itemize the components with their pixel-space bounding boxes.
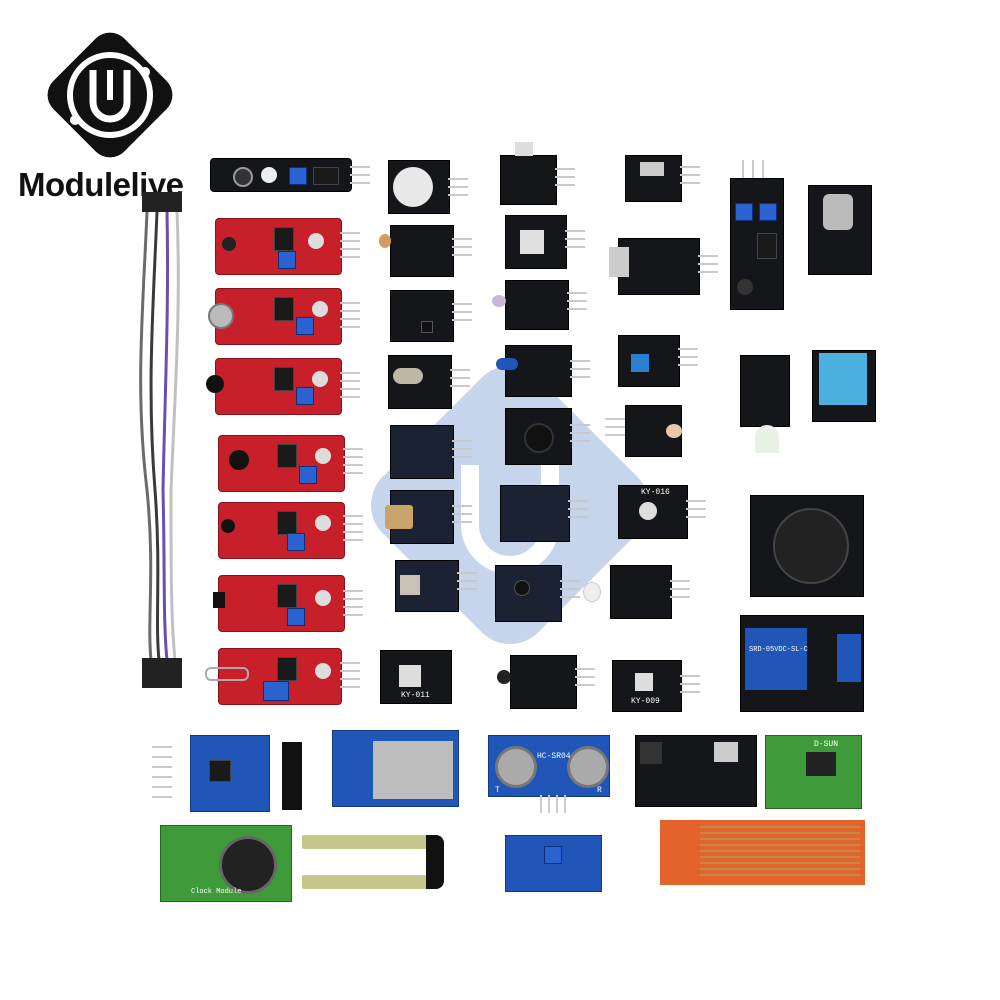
two-color-led-5mm-module: [583, 565, 672, 619]
smd-rgb-module: KY-011: [380, 650, 452, 704]
big-sound-module: [218, 435, 345, 492]
temperature-ds18b20-module: [390, 290, 454, 342]
joystick-module: [750, 495, 864, 597]
rgb-led-label: KY-016: [641, 488, 670, 497]
tilt-switch-module: [388, 355, 452, 409]
flame-sensor-module: [206, 358, 342, 415]
soil-sensor-comparator-module: [505, 835, 602, 892]
avoidance-sensor-module: [730, 178, 784, 310]
rgb-led-module: KY-016: [618, 485, 688, 539]
jumper-wires: [139, 192, 182, 688]
ultrasonic-t-label: T: [495, 786, 500, 795]
breadboard-power-module: [635, 735, 757, 807]
hall-sensor-module: [218, 502, 345, 559]
magic-light-cup-module: [505, 215, 567, 269]
temperature-sensor-module: [215, 218, 342, 275]
ultrasonic-sensor-module: HC-SR04 T R: [488, 735, 610, 797]
laser-emitter-module: [385, 490, 454, 544]
photo-interrupter-module: [625, 405, 682, 457]
ultrasonic-label: HC-SR04: [537, 752, 571, 761]
photoresistor-module: [379, 225, 454, 277]
sd-card-module: [332, 730, 459, 807]
soil-moisture-sensor: [302, 835, 462, 895]
two-color-led-module: [500, 485, 570, 542]
humidity-sensor-dht11-module: [812, 350, 876, 422]
header-pins-straight: [282, 742, 302, 810]
clock-label: Clock Module: [191, 888, 242, 896]
shock-sensor-module: [625, 155, 682, 202]
button-module: [390, 425, 454, 479]
analog-temperature-module: [495, 565, 562, 622]
thermistor-module: [497, 655, 577, 709]
relay-label: SRD-05VDC-SL-C: [749, 646, 808, 654]
dc-dc-step-down-module: D-SUN: [765, 735, 862, 809]
microphone-module: [208, 288, 342, 345]
active-buzzer-module: [388, 160, 450, 214]
rgb-led-5mm-module: [740, 355, 790, 427]
gy-521-accelerometer-module: [190, 735, 270, 812]
rotary-encoder-module: [808, 185, 872, 275]
reed-switch-module: [205, 648, 342, 705]
ir-receiver-module: [609, 238, 700, 295]
ir-emission-module: [492, 280, 569, 330]
line-tracking-module: [210, 158, 352, 192]
ultrasonic-r-label: R: [597, 786, 602, 795]
relay-module: SRD-05VDC-SL-C: [740, 615, 864, 712]
header-pins-angled: [148, 740, 188, 810]
circuit-u-logo-icon: [47, 32, 173, 158]
ds1302-clock-module: Clock Module: [160, 825, 292, 902]
knock-sensor-module: [395, 560, 459, 612]
seven-color-flash-module: KY-009: [612, 660, 682, 712]
touch-sensor-module: [213, 575, 345, 632]
smd-rgb-label: KY-011: [401, 691, 430, 700]
water-level-sensor: [660, 820, 865, 885]
dsun-label: D-SUN: [814, 740, 839, 749]
mercury-switch-module: [496, 345, 572, 397]
tap-sensor-module: [618, 335, 680, 387]
light-blocking-module: [500, 142, 557, 205]
passive-buzzer-module: [505, 408, 572, 465]
rgb-smd-label: KY-009: [631, 697, 660, 706]
